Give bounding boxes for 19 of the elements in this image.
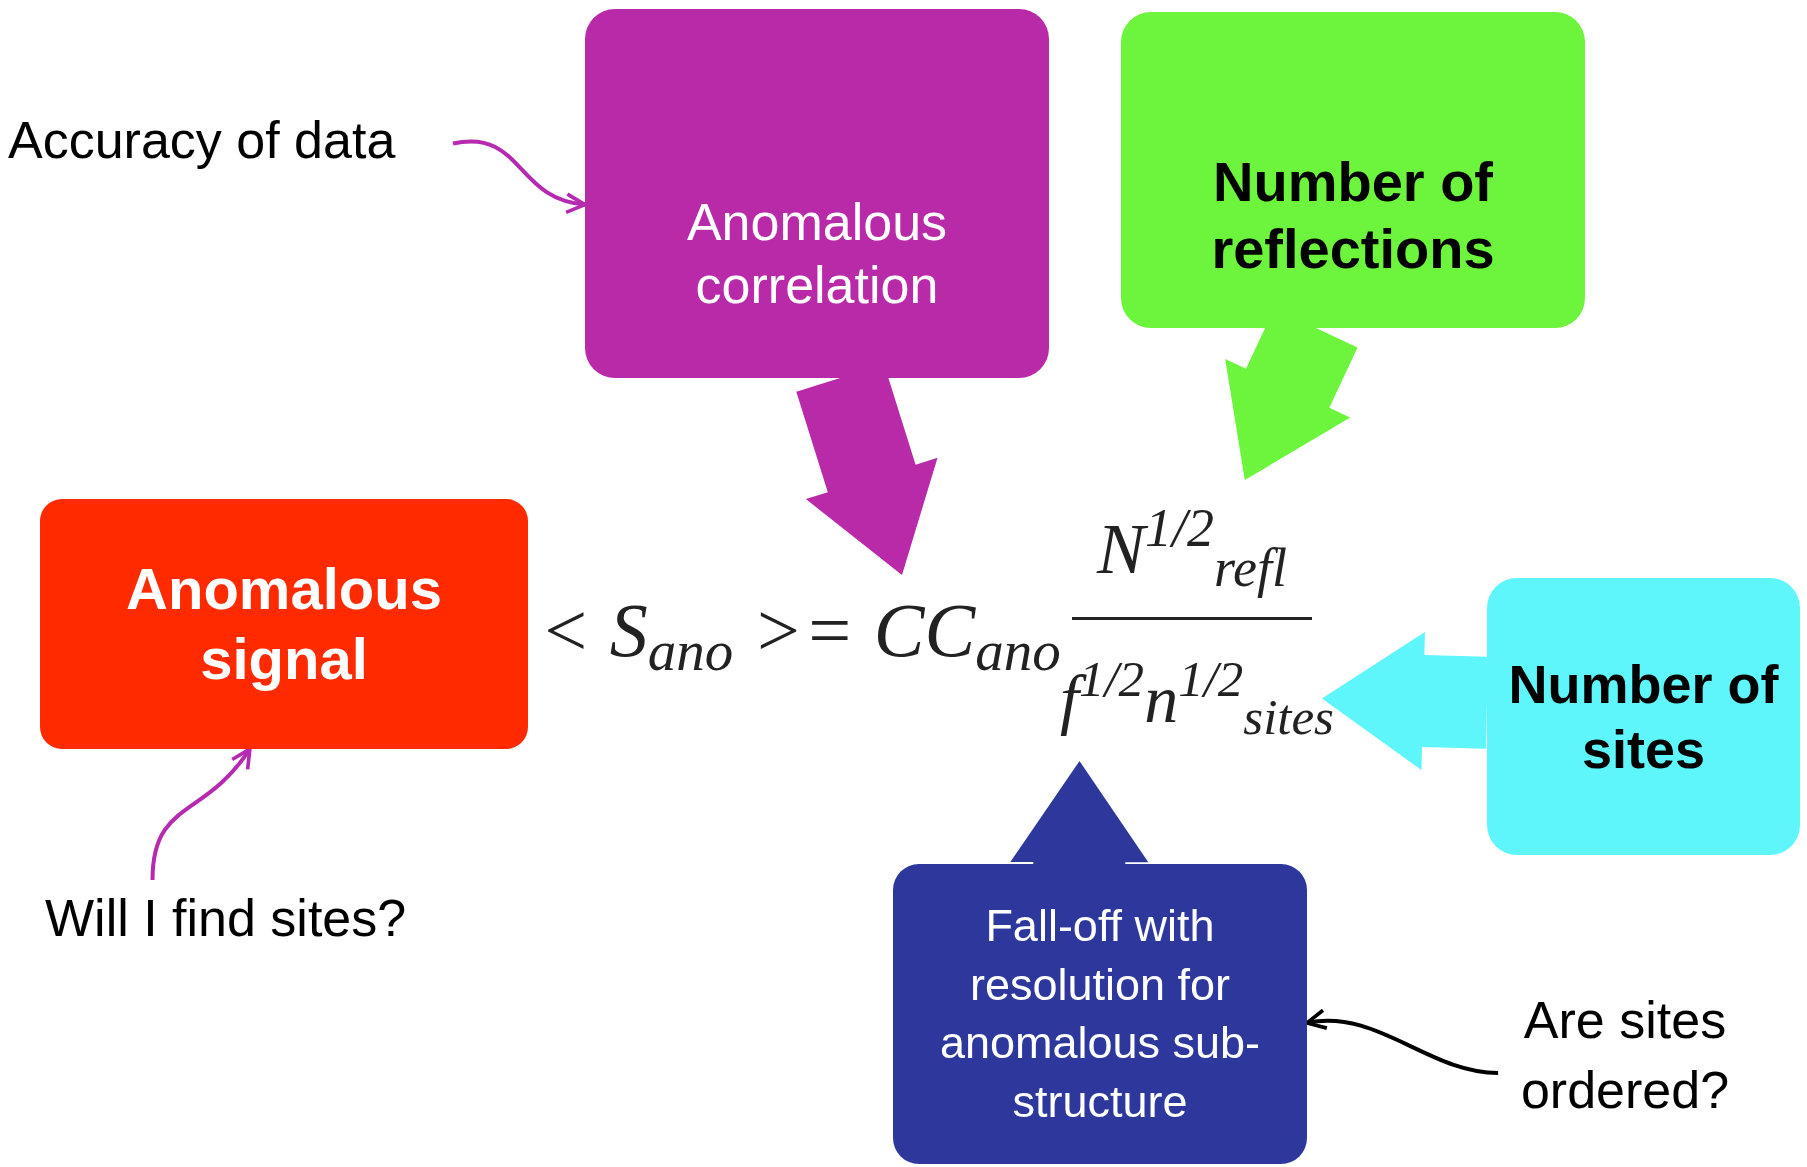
- callout-box: [1121, 12, 1585, 328]
- curved-arrow: [452, 139, 587, 213]
- callout-text: Number of reflections: [1210, 148, 1496, 282]
- equation-text: < S$_{ano}$ >= CC$_{ano}$: [539, 587, 1061, 685]
- callout-box: [40, 499, 528, 749]
- callout-box: [1487, 578, 1800, 855]
- callout-box: [893, 864, 1307, 1164]
- block-arrow: [1010, 761, 1149, 865]
- callout-text: Anomalous correlation: [685, 192, 949, 316]
- callout-text: Number of sites: [1507, 652, 1780, 781]
- callout-text: Anomalous signal: [125, 555, 443, 693]
- curved-arrow: [150, 747, 252, 881]
- question-text: Are sites ordered?: [1519, 989, 1731, 1121]
- question-text: Accuracy of data: [8, 110, 396, 171]
- question-text: Will I find sites?: [45, 887, 407, 949]
- callout-box: [585, 9, 1049, 378]
- curved-arrow: [1305, 1009, 1499, 1075]
- callout-text: Fall-off with resolution for anomalous sub-structure: [938, 899, 1262, 1129]
- block-arrow: [1322, 632, 1489, 770]
